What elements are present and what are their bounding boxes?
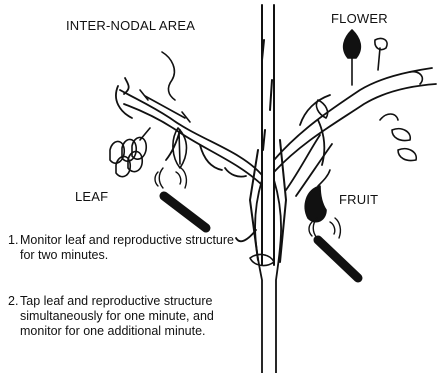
step-number: 1. xyxy=(8,233,18,248)
step-number: 2. xyxy=(8,294,18,309)
label-internodal-area: INTER-NODAL AREA xyxy=(66,18,195,33)
step-text: Tap leaf and reproductive structure simu… xyxy=(20,294,235,339)
label-fruit: FRUIT xyxy=(339,192,378,207)
branch-leaf xyxy=(173,128,187,168)
label-leaf: LEAF xyxy=(75,189,108,204)
step-text: Monitor leaf and reproductive structure … xyxy=(20,233,252,263)
right-branches xyxy=(274,68,436,196)
label-flower: FLOWER xyxy=(331,11,388,26)
flower-icon xyxy=(344,30,423,85)
left-branch xyxy=(116,78,262,185)
leaf-icon xyxy=(110,128,150,177)
internodal-marker xyxy=(140,52,190,122)
